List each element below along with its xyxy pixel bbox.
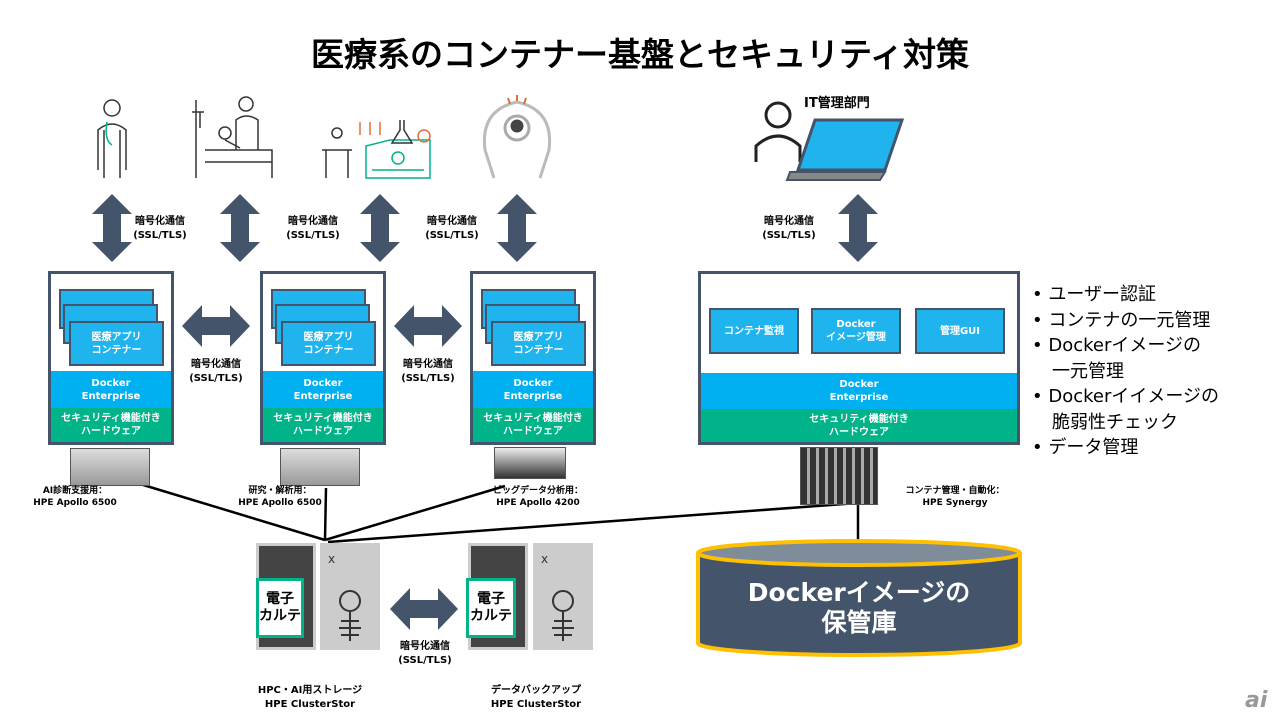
feature-item: • Dockerイメージの: [1032, 335, 1202, 356]
it-dept-label: IT管理部門: [804, 96, 870, 111]
apollo-6500-server-image: [70, 448, 150, 486]
image-repository-cylinder: [696, 539, 1022, 657]
mri-scanner-icon: [482, 95, 552, 179]
laptop-icon: [785, 118, 905, 181]
secure-hardware-layer: セキュリティ機能付きハードウェア: [263, 408, 383, 442]
encrypted-label: 暗号化通信(SSL/TLS): [189, 359, 243, 384]
feature-item: • コンテナの一元管理: [1032, 309, 1211, 331]
feature-item: • データ管理: [1032, 437, 1139, 458]
container-monitoring-module: コンテナ監視: [709, 308, 799, 354]
apollo-4200-server-image: [494, 447, 566, 479]
encrypted-label: 暗号化通信(SSL/TLS): [401, 359, 455, 384]
encrypted-label: 暗号化通信(SSL/TLS): [286, 216, 340, 241]
medical-app-container: 医療アプリコンテナー: [491, 321, 586, 366]
xray-image: x: [533, 543, 593, 650]
encrypted-label: 暗号化通信(SSL/TLS): [398, 641, 452, 666]
server-label: AI診断支援用：HPE Apollo 6500: [33, 486, 117, 508]
xray-image: x: [320, 543, 380, 650]
management-gui-module: 管理GUI: [915, 308, 1005, 354]
vertical-arrows: [92, 194, 878, 262]
logo: ai: [1245, 688, 1268, 713]
page-title: 医療系のコンテナー基盤とセキュリティ対策: [310, 35, 970, 74]
electronic-record: 電子カルテ: [466, 578, 516, 638]
horizontal-arrows: [182, 305, 462, 630]
encrypted-label: 暗号化通信(SSL/TLS): [425, 216, 479, 241]
feature-item: • ユーザー認証: [1032, 284, 1156, 305]
medical-app-container: 医療アプリコンテナー: [69, 321, 164, 366]
feature-list: • ユーザー認証 • コンテナの一元管理 • Dockerイメージの 一元管理 …: [1032, 282, 1219, 461]
it-admin-icon: [754, 101, 802, 162]
repository-label: Dockerイメージの保管庫: [747, 578, 971, 637]
medical-app-container: 医療アプリコンテナー: [281, 321, 376, 366]
encrypted-label: 暗号化通信(SSL/TLS): [762, 216, 816, 241]
server-label: コンテナ管理・自動化：HPE Synergy: [905, 486, 1005, 508]
electronic-record: 電子カルテ: [256, 578, 304, 638]
secure-hardware-layer: セキュリティ機能付きハードウェア: [473, 408, 593, 442]
patient-bed-icon: [192, 96, 273, 178]
server-label: 研究・解析用：HPE Apollo 6500: [238, 486, 322, 508]
doctor-icon: [97, 99, 127, 178]
encrypted-label: 暗号化通信(SSL/TLS): [133, 216, 187, 241]
apollo-6500-server-image: [280, 448, 360, 486]
svg-text:x: x: [541, 552, 548, 566]
synergy-server-image: [800, 447, 878, 505]
feature-item: • Dockerイイメージの: [1032, 386, 1220, 407]
svg-text:x: x: [328, 552, 335, 566]
secure-hardware-layer: セキュリティ機能付きハードウェア: [51, 408, 171, 442]
server-label: ビッグデータ分析用：HPE Apollo 4200: [492, 486, 583, 508]
laboratory-icon: [322, 120, 431, 179]
secure-hardware-layer: セキュリティ機能付きハードウェア: [701, 409, 1017, 442]
